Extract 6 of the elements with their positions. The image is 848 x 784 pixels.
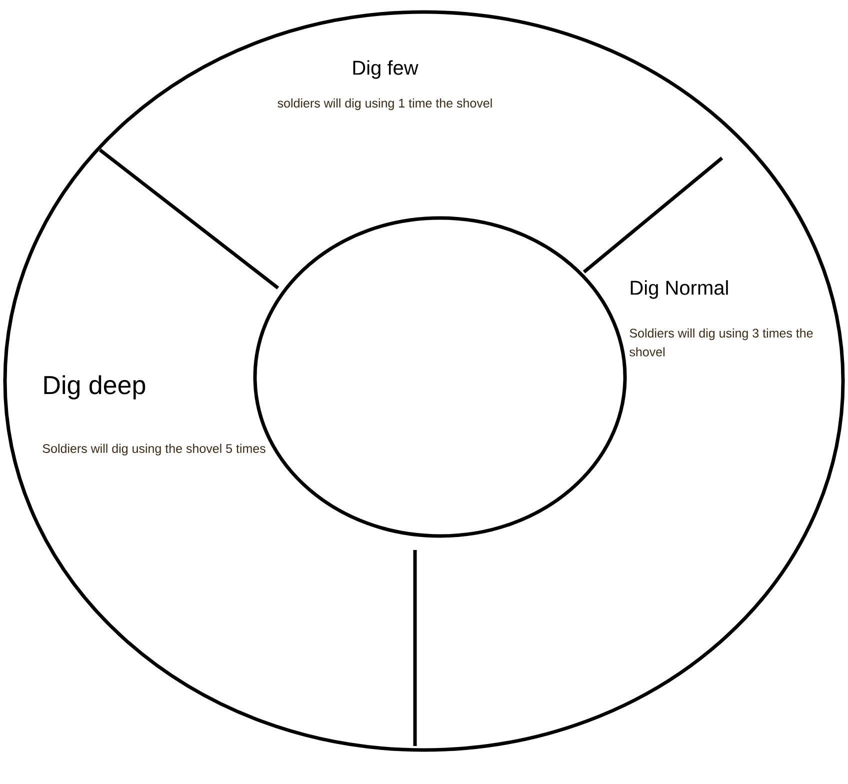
description: soldiers will dig using 1 time the shovel (278, 98, 492, 110)
heading: Dig few (353, 60, 418, 79)
heading: Dig Normal (630, 280, 728, 299)
description: Soldiers will dig using the shovel 5 times (42, 444, 266, 456)
description: Soldiers will dig using 3 times the shovel (630, 328, 813, 356)
heading: Dig deep (44, 375, 146, 400)
